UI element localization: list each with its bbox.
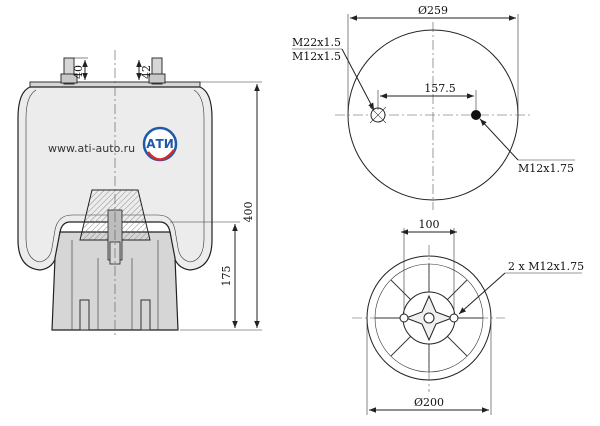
height-400-label: 400 — [242, 202, 255, 223]
top-stud-left — [63, 57, 75, 85]
top-stud-left-nut — [60, 73, 78, 84]
diameter-259-label: Ø259 — [418, 4, 448, 17]
bottom-stud-right — [140, 299, 151, 331]
top-stud-right-nut — [148, 73, 166, 84]
top-stud-right — [151, 57, 163, 85]
watermark-url: www.ati-auto.ru — [48, 142, 135, 155]
thread-m12-175-label: M12x1.75 — [518, 162, 574, 175]
side-view: 400 175 40 42 www.ati-auto.ru АТИ — [17, 50, 262, 338]
stud-m12-top — [471, 110, 481, 120]
bottom-stud-right-hole — [449, 313, 459, 323]
bolt-spacing-label: 157.5 — [424, 82, 456, 95]
stud-42-label: 42 — [140, 65, 153, 79]
bottom-stud-left-hole — [399, 313, 409, 323]
ati-logo: АТИ — [142, 126, 178, 162]
height-175-label: 175 — [220, 266, 233, 287]
diameter-200-label: Ø200 — [414, 396, 444, 409]
thread-m22-label: M22x1.5 — [292, 36, 341, 49]
top-view: Ø259 157.5 M22x1.5 M12x1.5 M12x1.75 — [292, 4, 575, 210]
bottom-stud-left — [79, 299, 90, 331]
thread-m12-label: M12x1.5 — [292, 50, 341, 63]
bottom-threads-label: 2 x M12x1.75 — [508, 260, 584, 273]
bottom-view: 100 2 x M12x1.75 Ø200 — [352, 218, 584, 415]
logo-text: АТИ — [146, 137, 174, 151]
bottom-center-hole — [423, 312, 435, 324]
width-100-label: 100 — [419, 218, 440, 231]
stud-40-label: 40 — [72, 65, 85, 79]
